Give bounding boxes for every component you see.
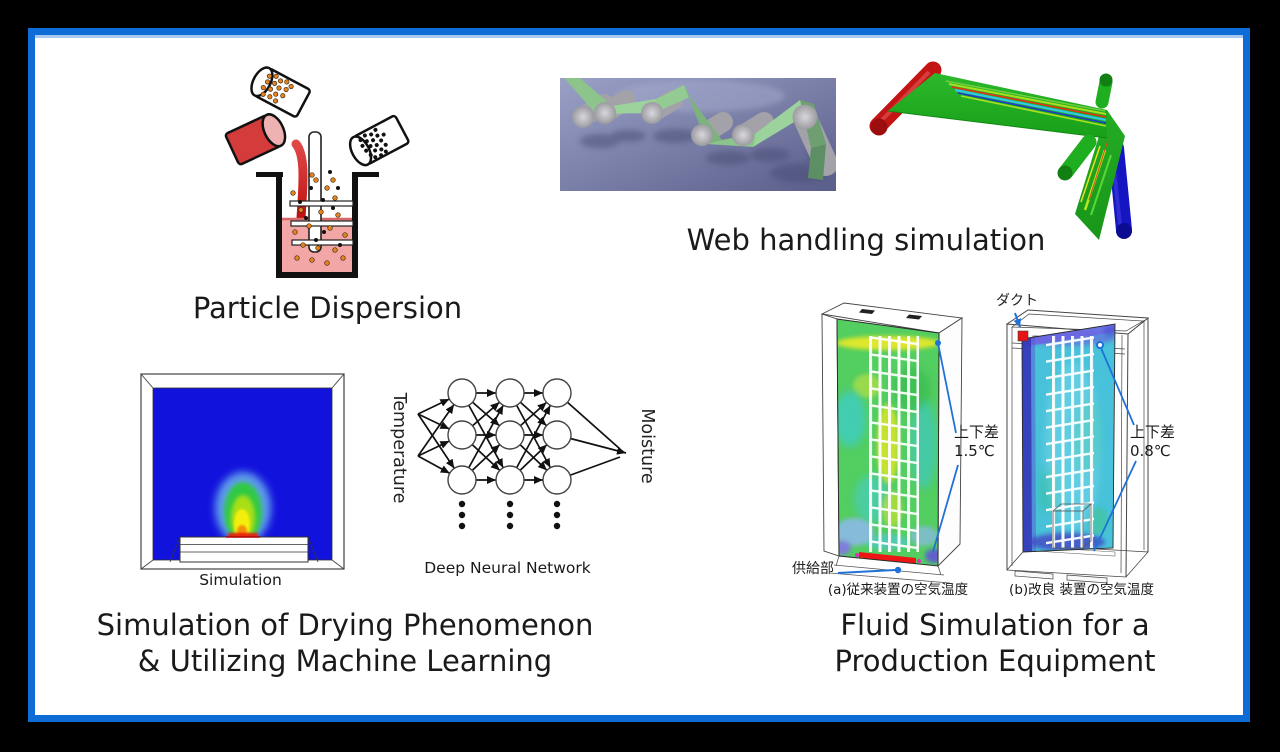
drying-caption-line2: & Utilizing Machine Learning: [137, 644, 553, 678]
nn-input-label: Temperature: [389, 392, 409, 504]
cabinet-a-subcaption: (a)従来装置の空気温度: [827, 582, 969, 598]
nn-ellipsis-dots: [458, 500, 561, 530]
diff-label-a: 上下差 1.5℃: [954, 423, 999, 461]
supply-hot-zone: [859, 552, 916, 564]
chamber-wireframe: [140, 373, 345, 570]
cfd-face-a: [837, 319, 939, 566]
web-handling-render-1: [560, 78, 836, 191]
tray-grid: [1046, 336, 1094, 548]
inner-box: [1052, 503, 1093, 549]
dispersed-particles: [290, 170, 348, 266]
nn-caption: Deep Neural Network: [424, 559, 591, 577]
fluid-caption-line2: Production Equipment: [834, 644, 1156, 678]
particle-dispersion-art: [224, 66, 410, 278]
diff-a-line2: 1.5℃: [954, 442, 995, 460]
roller-caps: [572, 102, 818, 146]
cabinet-b-subcaption: (b)改良 装置の空気温度: [1009, 582, 1154, 598]
roller-shadows: [580, 129, 830, 183]
green-roller-mid: [1057, 134, 1097, 181]
mixing-vessel: [256, 131, 379, 278]
sample-platform: [169, 536, 319, 563]
diff-b-line1: 上下差: [1130, 423, 1176, 441]
fluid-caption-line1: Fluid Simulation for a: [840, 608, 1150, 642]
cfd-face-b: [1022, 324, 1115, 552]
duct-label: ダクト: [996, 293, 1038, 309]
cabinet-a-art: [820, 302, 964, 584]
vent-slot: [906, 314, 922, 320]
web-sheet: [887, 73, 1108, 139]
heat-plume: [215, 472, 271, 544]
fluid-caption: Fluid Simulation for a Production Equipm…: [745, 607, 1245, 679]
web-handling-caption: Web handling simulation: [686, 223, 1046, 257]
particle-dispersion-caption: Particle Dispersion: [192, 291, 463, 325]
web-descending-strip: [1075, 110, 1125, 240]
drying-caption: Simulation of Drying Phenomenon & Utiliz…: [95, 607, 595, 679]
drying-simulation-art: [140, 373, 345, 570]
tray-grid: [869, 336, 919, 552]
annotation-marks-b: [1013, 312, 1137, 552]
diff-b-line2: 0.8℃: [1130, 442, 1171, 460]
neural-network-diagram: Temperature Moisture: [389, 378, 657, 530]
cabinet-b-art: [1005, 309, 1150, 584]
nn-nodes: [447, 378, 572, 495]
black-bead-container: [348, 114, 410, 167]
green-roller-top: [1095, 73, 1113, 109]
supply-label: 供給部: [792, 561, 834, 577]
orange-bead-container: [250, 66, 311, 118]
diff-a-line1: 上下差: [954, 423, 1000, 441]
duct-inlet: [1017, 330, 1029, 342]
pour-stream: [291, 139, 308, 223]
drying-caption-line1: Simulation of Drying Phenomenon: [96, 608, 594, 642]
web-handling-render-2: [869, 61, 1132, 240]
simulation-label: Simulation: [199, 571, 282, 589]
nn-output-label: Moisture: [637, 408, 657, 483]
diff-label-b: 上下差 0.8℃: [1130, 423, 1175, 461]
annotation-marks-a: [837, 340, 959, 574]
vent-slot: [859, 309, 875, 314]
red-container: [224, 113, 287, 166]
